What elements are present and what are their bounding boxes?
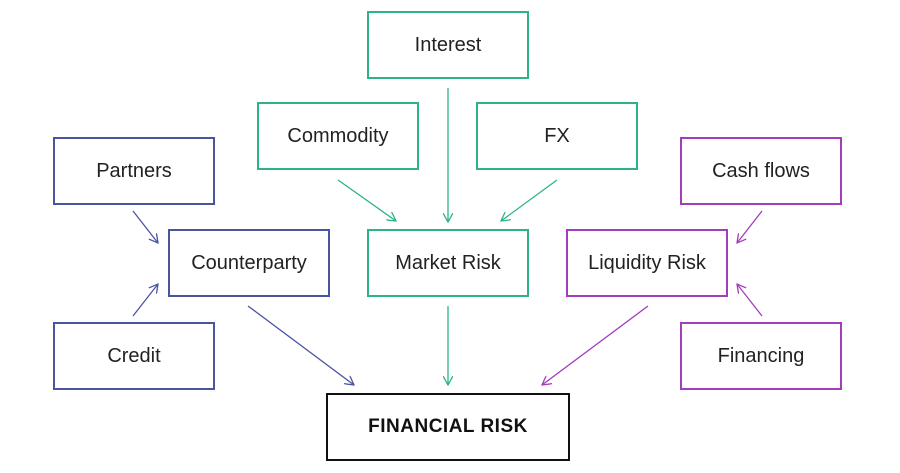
- node-credit: Credit: [53, 322, 215, 390]
- edge-liquidity-risk-to-financial-risk: [542, 305, 649, 385]
- node-commodity: Commodity: [257, 102, 419, 170]
- node-fx: FX: [476, 102, 638, 170]
- edge-partners-to-counterparty: [132, 210, 158, 243]
- node-liquidity-risk: Liquidity Risk: [566, 229, 728, 297]
- node-market-risk: Market Risk: [367, 229, 529, 297]
- edge-commodity-to-market-risk: [337, 179, 396, 221]
- edge-credit-to-counterparty: [132, 284, 158, 317]
- node-interest: Interest: [367, 11, 529, 79]
- edge-cash-flows-to-liquidity-risk: [737, 210, 763, 243]
- edge-financing-to-liquidity-risk: [737, 284, 763, 317]
- node-counterparty: Counterparty: [168, 229, 330, 297]
- node-cash-flows: Cash flows: [680, 137, 842, 205]
- edge-counterparty-to-financial-risk: [247, 305, 354, 385]
- node-financing: Financing: [680, 322, 842, 390]
- node-financial-risk: FINANCIAL RISK: [326, 393, 570, 461]
- node-partners: Partners: [53, 137, 215, 205]
- edge-fx-to-market-risk: [501, 179, 558, 221]
